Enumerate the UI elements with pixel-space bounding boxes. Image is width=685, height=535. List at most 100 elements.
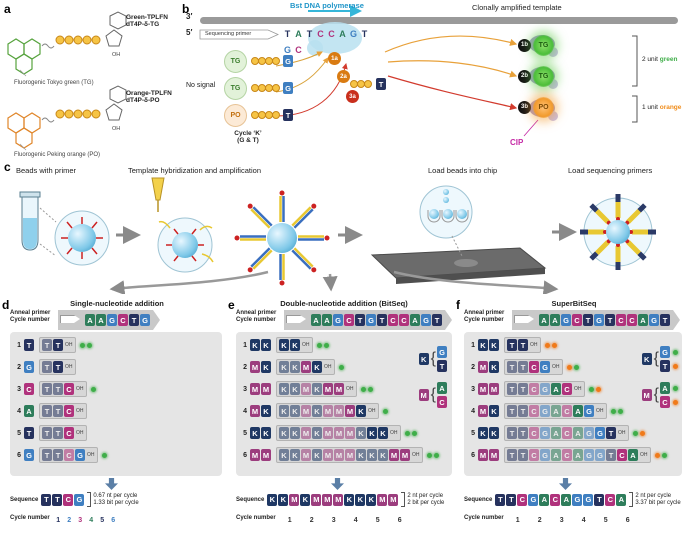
cycle-digit: 6 (111, 517, 116, 524)
base-C: C (529, 383, 539, 395)
base-C: C (616, 314, 626, 326)
base-C: C (24, 383, 34, 395)
cycle-number-bottom-label: Cycle number (464, 515, 504, 521)
rate-bracket (87, 492, 92, 507)
signal-dots (609, 408, 623, 414)
panel-d-left-labels: Anneal primer Cycle number (10, 310, 58, 324)
step-2b: 2b (518, 69, 531, 83)
molecule-drawing: OH OH (7, 11, 127, 151)
primer-arrow (60, 315, 82, 325)
tetraphosphate-chain-icon (55, 35, 101, 45)
base-T: T (583, 314, 593, 326)
stage-4-title: Load sequencing primers (568, 166, 653, 175)
signal-dots (425, 452, 439, 458)
template-base-C: C (317, 29, 324, 39)
brace: { (653, 386, 659, 403)
oh-label: OH (76, 408, 84, 414)
green-unit-label: 2 unit green (642, 56, 677, 63)
bst-polymerase-label: Bst DNA polymerase (290, 1, 364, 10)
base-A: A (573, 449, 583, 461)
base-G: G (140, 314, 150, 326)
orange-fluor-label: Fluorogenic Peking orange (PO) (14, 152, 101, 158)
base-K: K (250, 339, 260, 351)
signal-dot (610, 408, 616, 414)
signal-dot (595, 386, 601, 392)
base-K: K (478, 427, 488, 439)
base-K: K (367, 449, 377, 461)
signal-dots (78, 342, 92, 348)
down-arrow (559, 478, 572, 490)
base-C: C (399, 314, 409, 326)
signal-dot (360, 386, 366, 392)
base-C: C (437, 396, 447, 408)
cycle-row-number: 6 (243, 451, 247, 459)
phosphate-dot (272, 84, 280, 92)
base-M: M (250, 361, 260, 373)
panel-e-left-labels: Anneal primer Cycle number (236, 310, 284, 324)
template-base-T: T (306, 29, 313, 39)
base-M: M (641, 389, 652, 401)
base-K: K (312, 383, 322, 395)
panel-d-title: Single-nucleotide addition (70, 299, 164, 308)
base-M: M (345, 427, 355, 439)
base-K: K (378, 427, 388, 439)
base-C: C (572, 314, 582, 326)
base-T: T (660, 360, 670, 372)
template-base-G: G (349, 29, 357, 39)
base-T: T (53, 449, 63, 461)
base-M: M (301, 383, 311, 395)
flowed-nucleotides: G (24, 449, 35, 461)
base-T: T (42, 427, 52, 439)
signal-dots (403, 430, 417, 436)
base-T: T (283, 109, 293, 121)
incorporation-arrow-1 (275, 51, 323, 67)
base-K: K (290, 405, 300, 417)
base-K: K (290, 361, 300, 373)
base-G: G (74, 493, 85, 506)
signal-dot (639, 430, 645, 436)
base-M: M (334, 427, 344, 439)
template-base-T: T (284, 29, 291, 39)
base-C: C (562, 449, 572, 461)
signal-dots (565, 364, 579, 370)
base-C: C (64, 427, 74, 439)
sequencing-primer-label: Sequencing primer (205, 31, 252, 37)
cycle-row-number: 5 (17, 429, 21, 437)
panel-label-a: a (4, 2, 11, 16)
cycle-row-number: 4 (243, 407, 247, 415)
dye-TG: TG (224, 76, 247, 100)
signal-dot (316, 342, 322, 348)
base-A: A (660, 382, 670, 394)
stage-3-title: Load beads into chip (428, 166, 498, 175)
base-G: G (594, 314, 604, 326)
cycle-digit: 6 (397, 517, 402, 524)
cycle-row-number: 1 (471, 341, 475, 349)
base-K: K (312, 449, 322, 461)
template-base-A: A (295, 29, 302, 39)
cycle-digit: 3 (78, 517, 83, 524)
cycle-digit: 2 (309, 517, 314, 524)
template-strand-bar (200, 17, 678, 24)
base-K: K (261, 339, 271, 351)
base-K: K (356, 449, 366, 461)
hydroxyl-label: OH (112, 52, 120, 58)
